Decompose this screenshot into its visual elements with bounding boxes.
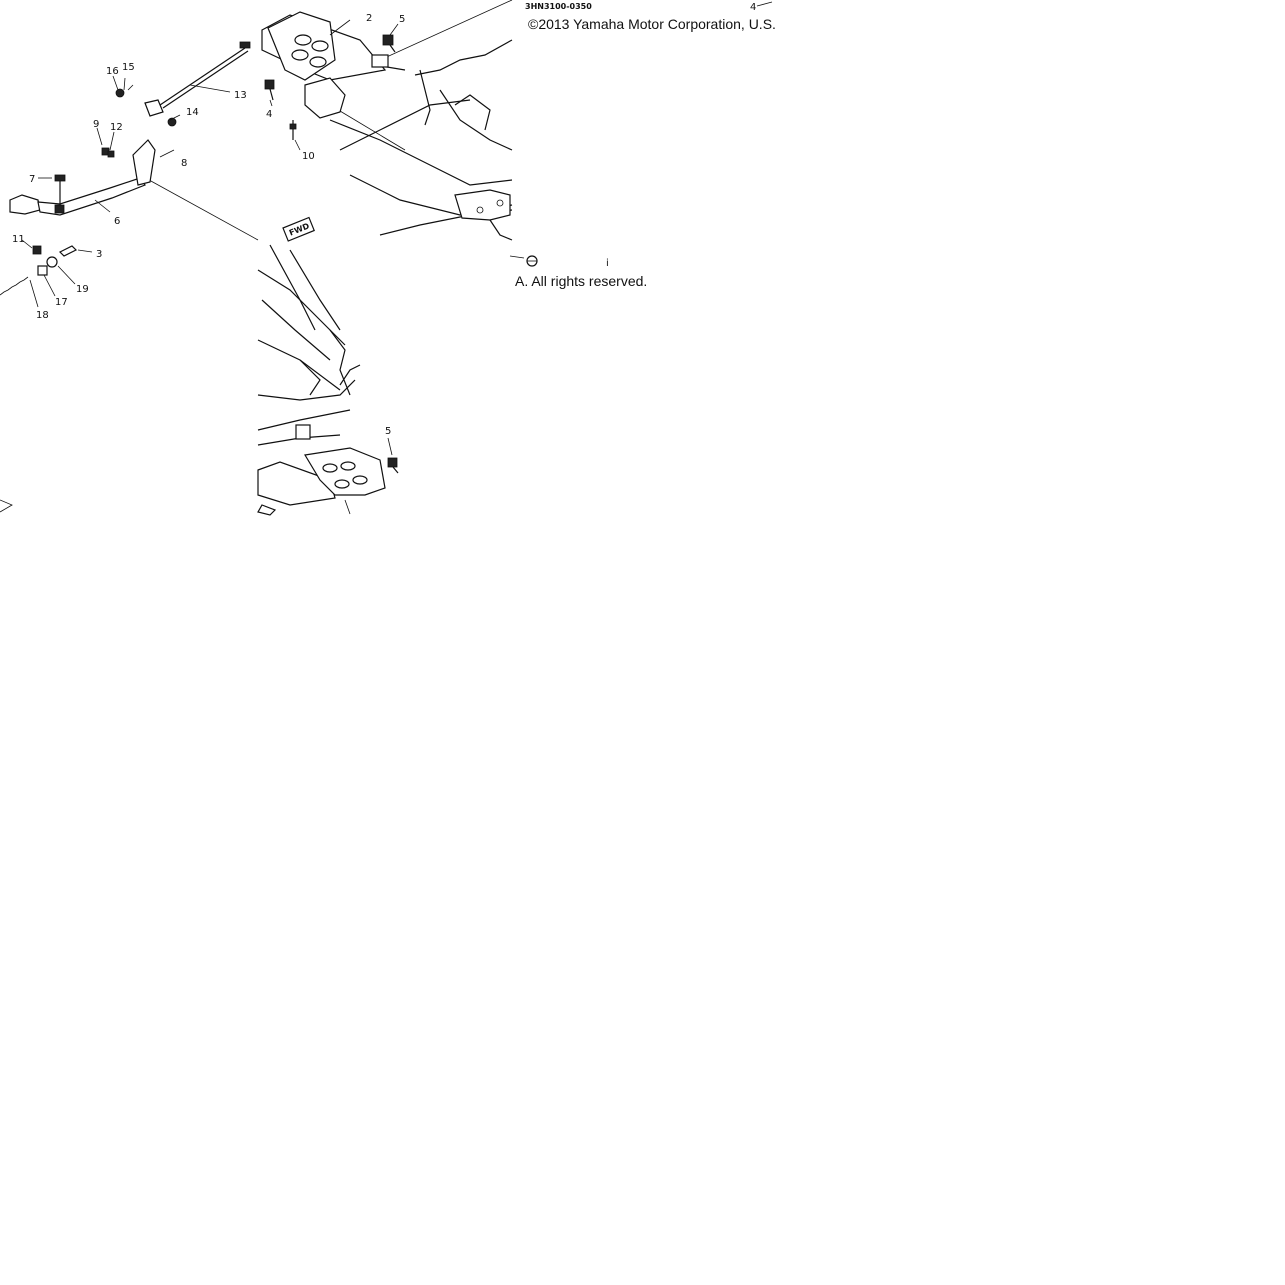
washer-19: [46, 256, 58, 268]
callout-9: 9: [93, 119, 99, 130]
frame-upper: [329, 39, 513, 241]
footrest-lower: [257, 447, 386, 516]
corner-fragment: [0, 499, 13, 513]
footrest-upper: [261, 11, 406, 119]
callout-13: 13: [234, 90, 247, 101]
washer-16: [115, 88, 125, 98]
callout-8: 8: [181, 158, 187, 169]
lower-panel: 5: [257, 244, 399, 516]
callout-5: 5: [399, 14, 405, 25]
stray-bolt: [509, 255, 538, 267]
collar-17: [37, 265, 48, 276]
washer-12: [107, 150, 115, 158]
callout-16: 16: [106, 66, 119, 77]
clevis: [144, 99, 164, 117]
callout-4-right: 4: [750, 2, 756, 13]
upper-right-strip: 3HN3100-0350 4: [525, 1, 773, 13]
callout-19: 19: [76, 284, 89, 295]
cotter-pin-8: [159, 149, 175, 158]
callout-5-lower: 5: [385, 426, 391, 437]
callout-14: 14: [186, 107, 199, 118]
copyright-line-2: A. All rights reserved.: [515, 273, 648, 289]
stray-mark: i: [606, 258, 609, 269]
spring-18: [0, 276, 29, 296]
bolt-4: [264, 79, 275, 101]
callout-6: 6: [114, 216, 120, 227]
copyright-line-1: ©2013 Yamaha Motor Corporation, U.S.: [528, 16, 776, 32]
upper-left-panel: FWD 2 5 13 15 16 14 4 10 9 12 8 7 6 11 3…: [0, 0, 513, 321]
brake-rod: [159, 41, 251, 109]
nut-11: [32, 245, 42, 255]
callout-2: 2: [366, 13, 372, 24]
bolt-10: [289, 120, 297, 140]
fwd-marker: FWD: [282, 216, 315, 242]
callout-15: 15: [122, 62, 135, 73]
callout-18: 18: [36, 310, 49, 321]
brake-pedal: [9, 139, 156, 216]
callout-labels: 2 5 13 15 16 14 4 10 9 12 8 7 6 11 3 19 …: [12, 13, 405, 321]
callout-3: 3: [96, 249, 102, 260]
callout-4: 4: [266, 109, 272, 120]
callout-12: 12: [110, 122, 123, 133]
callout-7: 7: [29, 174, 35, 185]
bolt-5-upper: [382, 34, 396, 53]
cotter-pin-15: [127, 84, 134, 91]
callout-10: 10: [302, 151, 315, 162]
callout-17: 17: [55, 297, 68, 308]
pin-3: [58, 245, 78, 257]
bolt-5-lower: [387, 437, 399, 474]
callout-11: 11: [12, 234, 25, 245]
part-code: 3HN3100-0350: [525, 2, 592, 11]
